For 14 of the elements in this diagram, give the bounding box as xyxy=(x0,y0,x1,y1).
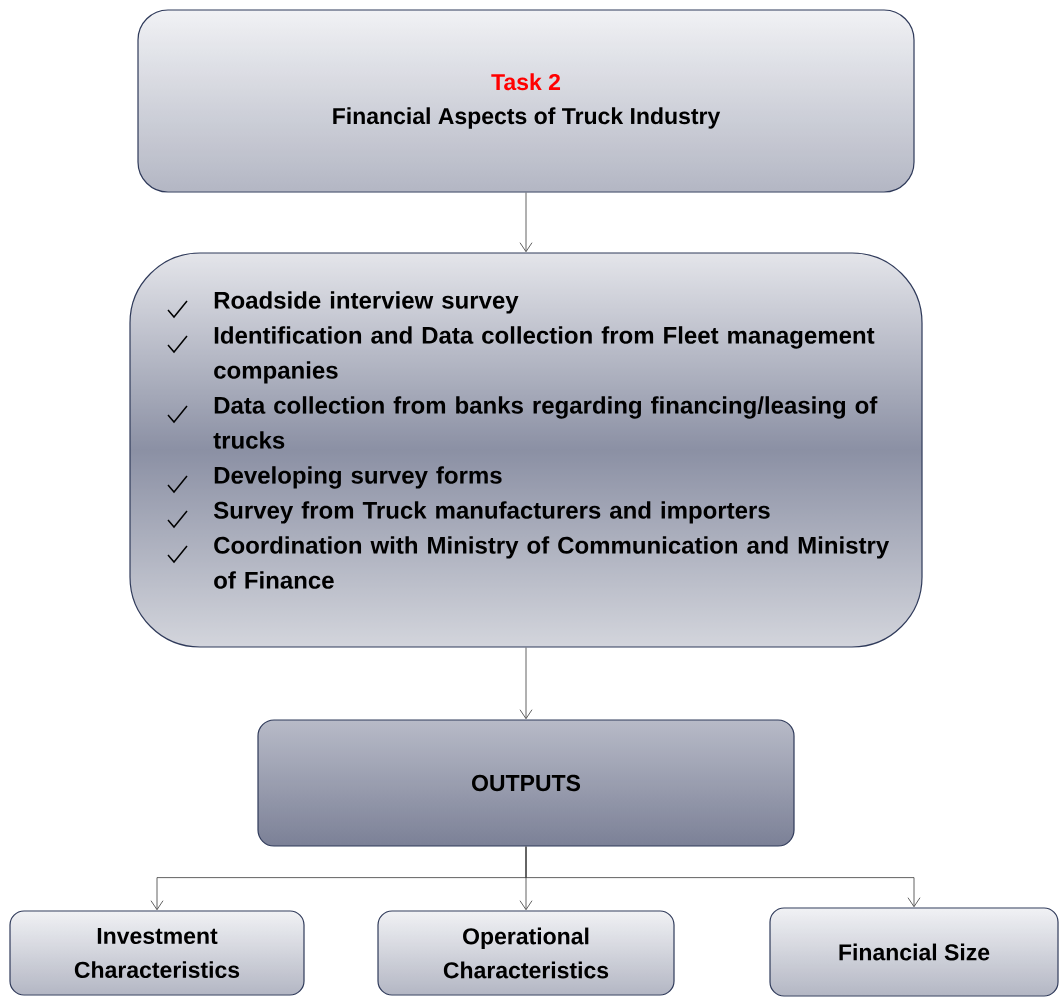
list-item: Developing survey forms xyxy=(214,466,502,489)
arrow xyxy=(519,647,533,720)
list-item: Coordination with Ministry of Communication and Ministry of Finance xyxy=(214,536,890,589)
result-box: Financial Size xyxy=(769,907,1059,997)
arrow xyxy=(525,846,921,908)
task-box: Task 2 Financial Aspects of Truck Industry xyxy=(137,9,915,193)
result-box: Operational Characteristics xyxy=(377,910,675,996)
list-item: Identification and Data collection from Fleet management companies xyxy=(214,326,875,384)
result-box: Investment Characteristics xyxy=(9,910,305,996)
list-item: Survey from Truck manufacturers and importers xyxy=(213,501,770,524)
output-box: OUTPUTS xyxy=(257,719,795,847)
list-item: Roadside interview survey xyxy=(214,291,519,314)
list-item: Data collection from banks regarding financing/leasing of trucks xyxy=(213,396,878,449)
arrow xyxy=(519,192,533,253)
